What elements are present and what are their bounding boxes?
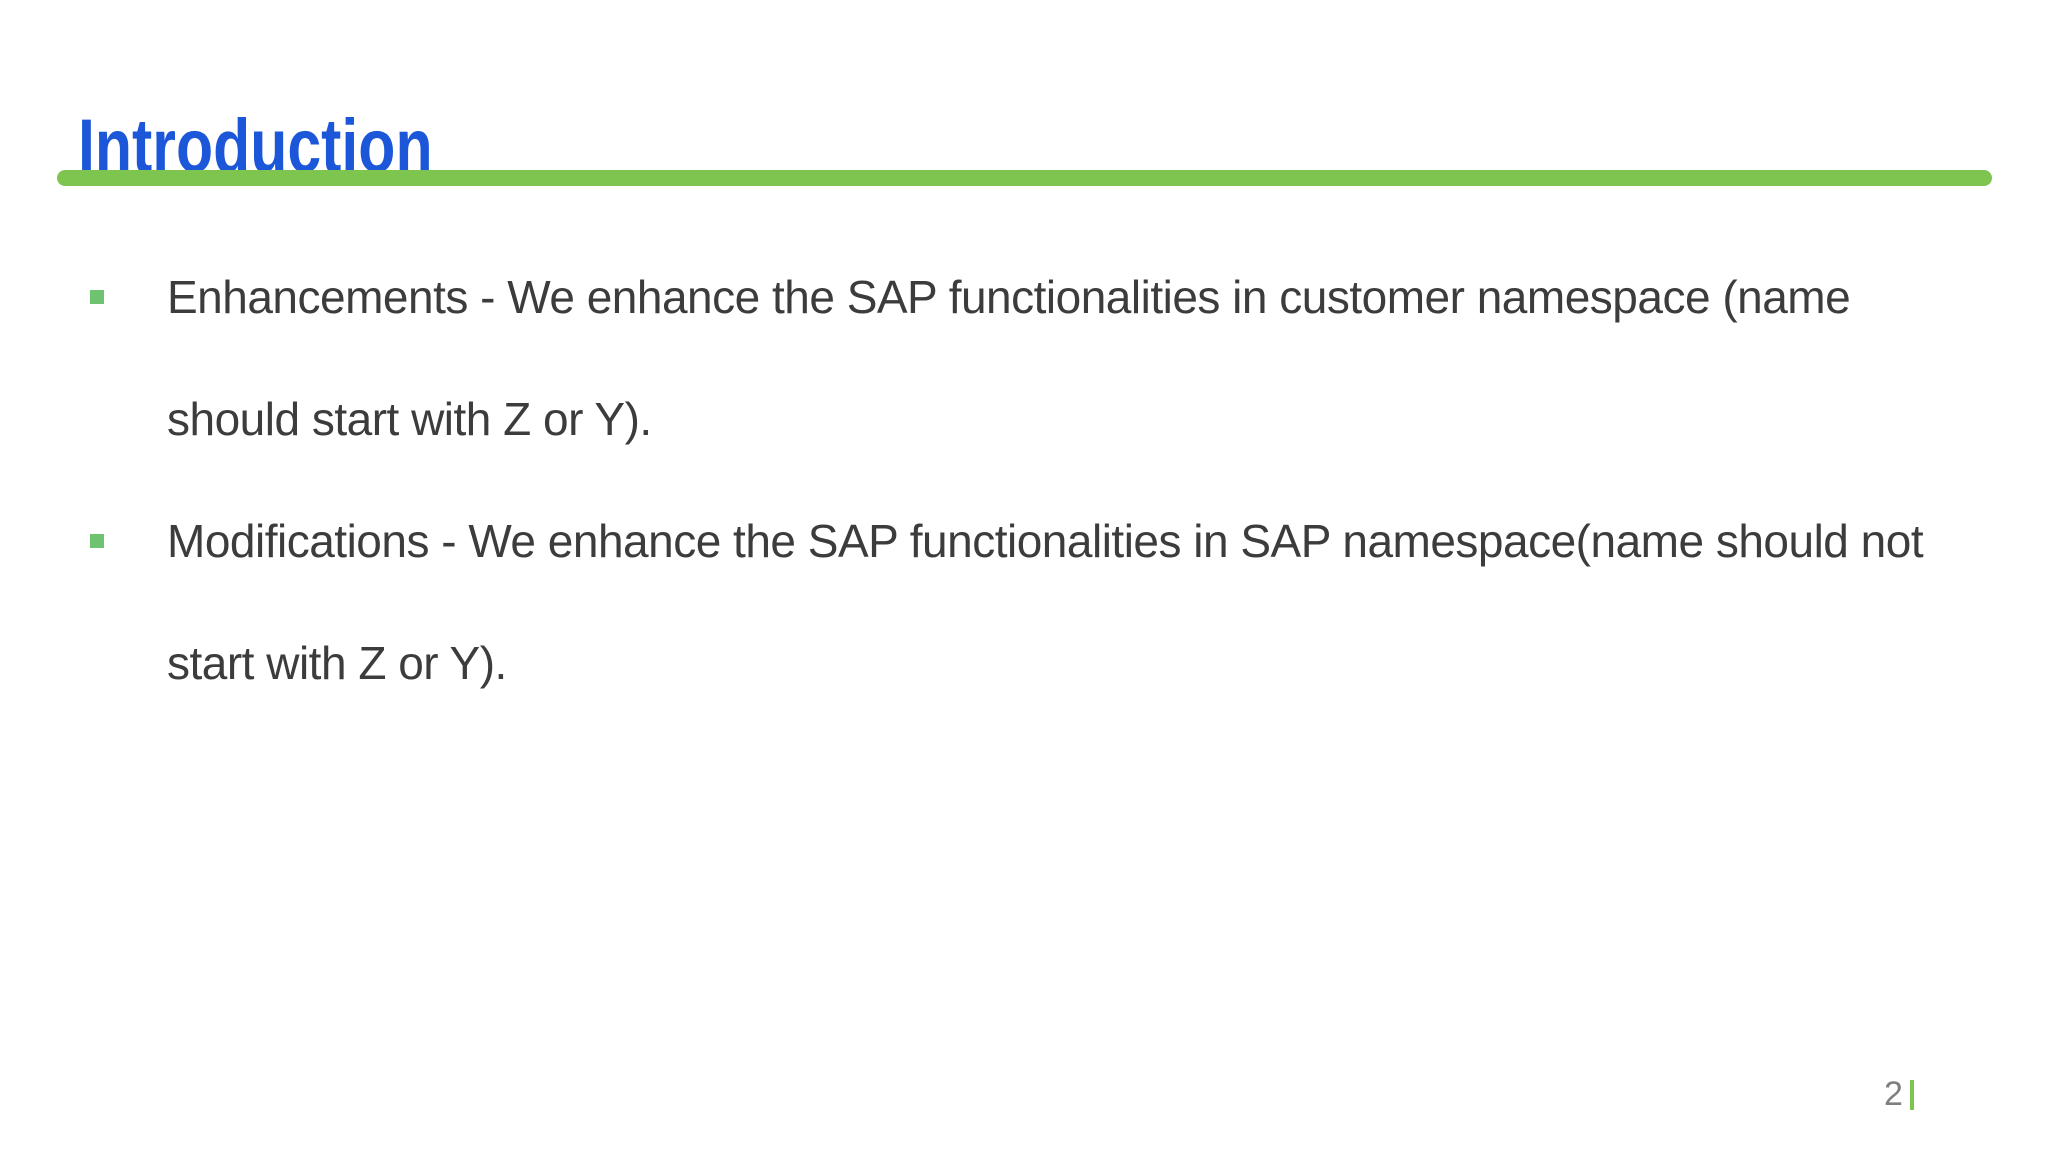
list-item: Enhancements - We enhance the SAP functi… xyxy=(90,236,2020,480)
bullet-text-line: Enhancements - We enhance the SAP functi… xyxy=(167,271,1851,323)
bullet-square-icon xyxy=(90,290,104,304)
bullet-text-line: start with Z or Y). xyxy=(167,637,507,689)
bullet-text-line: should start with Z or Y). xyxy=(167,393,652,445)
green-vertical-bar-icon xyxy=(1909,1080,1914,1110)
bullet-text: Enhancements - We enhance the SAP functi… xyxy=(167,236,1851,480)
page-footer: 2 xyxy=(1884,1076,1914,1112)
bullet-text: Modifications - We enhance the SAP funct… xyxy=(167,480,1924,724)
page-number: 2 xyxy=(1884,1075,1903,1113)
list-item: Modifications - We enhance the SAP funct… xyxy=(90,480,2020,724)
bullet-list: Enhancements - We enhance the SAP functi… xyxy=(90,236,2020,724)
bullet-square-icon xyxy=(90,534,104,548)
bullet-text-line: Modifications - We enhance the SAP funct… xyxy=(167,515,1924,567)
title-underline-bar xyxy=(57,170,1992,186)
